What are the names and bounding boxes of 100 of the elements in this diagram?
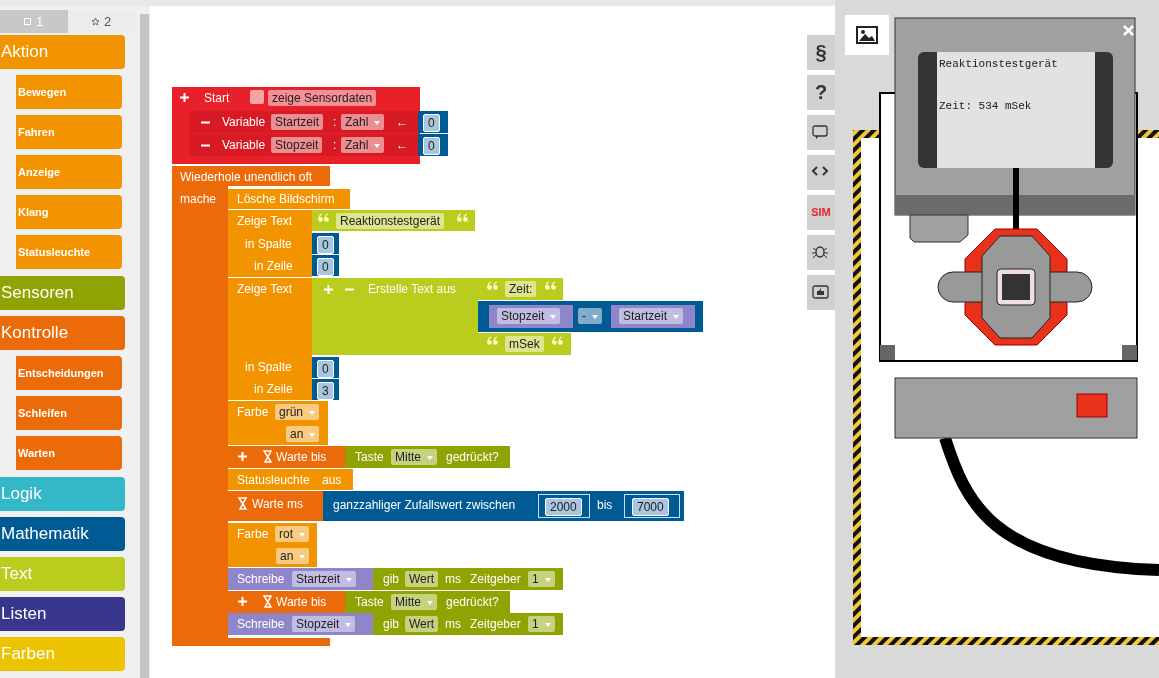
category-button: Statusleuchte <box>16 235 122 269</box>
toolbar-button: SIM <box>807 195 835 230</box>
block-label: Taste <box>355 450 384 464</box>
category-button: Logik <box>0 477 125 511</box>
text-field: Wert <box>405 571 439 587</box>
block-label: Warte bis <box>276 450 327 464</box>
display-screen <box>937 52 1095 168</box>
block-label: in Zeile <box>254 382 293 396</box>
display-text: Zeit: 534 mSek <box>939 99 1032 113</box>
block-label: Schreibe <box>237 617 285 631</box>
text-block <box>478 333 571 355</box>
category-button: Listen <box>0 597 125 631</box>
code-block <box>228 591 345 613</box>
dropdown-field: Stopzeit <box>497 308 561 324</box>
category-button: Warten <box>16 436 122 470</box>
number-field: 0 <box>317 360 334 378</box>
sensor-block <box>373 613 563 635</box>
code-block <box>228 401 328 445</box>
block-label: mache <box>180 192 217 206</box>
category-button: Farben <box>0 637 125 671</box>
text-field: zeige Sensordaten <box>268 90 377 106</box>
dropdown-field: Mitte <box>391 594 437 610</box>
tab: 2 <box>68 10 135 33</box>
variable-block <box>190 134 418 156</box>
number-block <box>418 134 448 156</box>
block-label: Variable <box>222 138 266 152</box>
block-label: gib <box>383 617 399 631</box>
dropdown-field: grün <box>275 404 320 420</box>
math-block <box>323 491 684 521</box>
number-block <box>312 233 339 254</box>
number-block <box>538 494 590 518</box>
number-field: 3 <box>317 382 334 400</box>
block-label: ← <box>396 115 408 129</box>
block-label: Lösche Bildschirm <box>237 192 335 206</box>
variable-block <box>190 111 418 133</box>
code-block <box>228 189 350 209</box>
start-block <box>172 87 420 164</box>
block-label: ms <box>445 572 461 586</box>
block-label: ← <box>396 138 408 152</box>
dropdown-field: Startzeit <box>292 571 356 587</box>
node-label: 2 <box>104 14 112 29</box>
number-field: 0 <box>317 258 334 276</box>
text-field: Stopzeit <box>271 137 323 153</box>
dropdown-field: Zahl <box>341 137 385 153</box>
number-block <box>418 111 448 133</box>
block-label: Warte bis <box>276 595 327 609</box>
category-button: Text <box>0 557 125 591</box>
category-button: Kontrolle <box>0 316 125 350</box>
category-button: Mathematik <box>0 517 125 551</box>
block-label: gedrückt? <box>446 595 499 609</box>
block-label: gedrückt? <box>446 450 499 464</box>
block-label: in Zeile <box>254 259 293 273</box>
text-field: mSek <box>505 336 544 352</box>
number-field: 0 <box>317 236 334 254</box>
block-label: aus <box>322 473 342 487</box>
block-label: in Spalte <box>245 360 292 374</box>
block-label: Warte ms <box>252 497 303 511</box>
block-label: Statusleuchte <box>237 473 310 487</box>
number-field: 7000 <box>632 498 669 516</box>
dropdown-field: an <box>276 548 310 564</box>
number-field: 0 <box>423 114 440 132</box>
block-label: Taste <box>355 595 384 609</box>
code-block <box>228 446 345 468</box>
block-label: in Spalte <box>245 237 292 251</box>
block-label: Variable <box>222 115 266 129</box>
text-field: Startzeit <box>271 114 323 130</box>
dropdown-field: Mitte <box>391 449 437 465</box>
number-field: 2000 <box>545 498 582 516</box>
text-field: Reaktionstestgerät <box>336 213 445 229</box>
block-label: ganzzahliger Zufallswert zwischen <box>333 498 516 512</box>
toolbar-button: ? <box>807 75 835 110</box>
category-button: Sensoren <box>0 276 125 310</box>
variable-block <box>611 305 695 328</box>
dropdown-field: 1 <box>528 616 555 632</box>
code-block <box>228 491 323 521</box>
block-label: : <box>333 115 337 129</box>
block-label: Farbe <box>237 527 269 541</box>
math-block <box>478 301 703 332</box>
code-block <box>312 278 478 355</box>
text-block <box>478 278 563 300</box>
code-block <box>228 523 317 567</box>
code-block <box>228 278 312 400</box>
toolbar-button: § <box>807 35 835 70</box>
block-label: Wiederhole unendlich oft <box>180 170 313 184</box>
display-text: Reaktionstestgerät <box>939 57 1058 71</box>
block-label: Start <box>204 91 230 105</box>
block-label: Farbe <box>237 405 269 419</box>
category-button: Klang <box>16 195 122 229</box>
block-label: : <box>333 138 337 152</box>
block-label: bis <box>597 498 613 512</box>
number-block <box>312 357 339 378</box>
number-block <box>624 494 680 518</box>
dropdown-field: Stopzeit <box>292 616 356 632</box>
code-block <box>228 613 373 635</box>
block-label: gib <box>383 572 399 586</box>
block-label: Erstelle Text aus <box>368 282 456 296</box>
block-label: Zeitgeber <box>470 572 521 586</box>
sensor-block <box>345 591 510 613</box>
dropdown-field: an <box>286 426 320 442</box>
number-block <box>312 255 339 276</box>
